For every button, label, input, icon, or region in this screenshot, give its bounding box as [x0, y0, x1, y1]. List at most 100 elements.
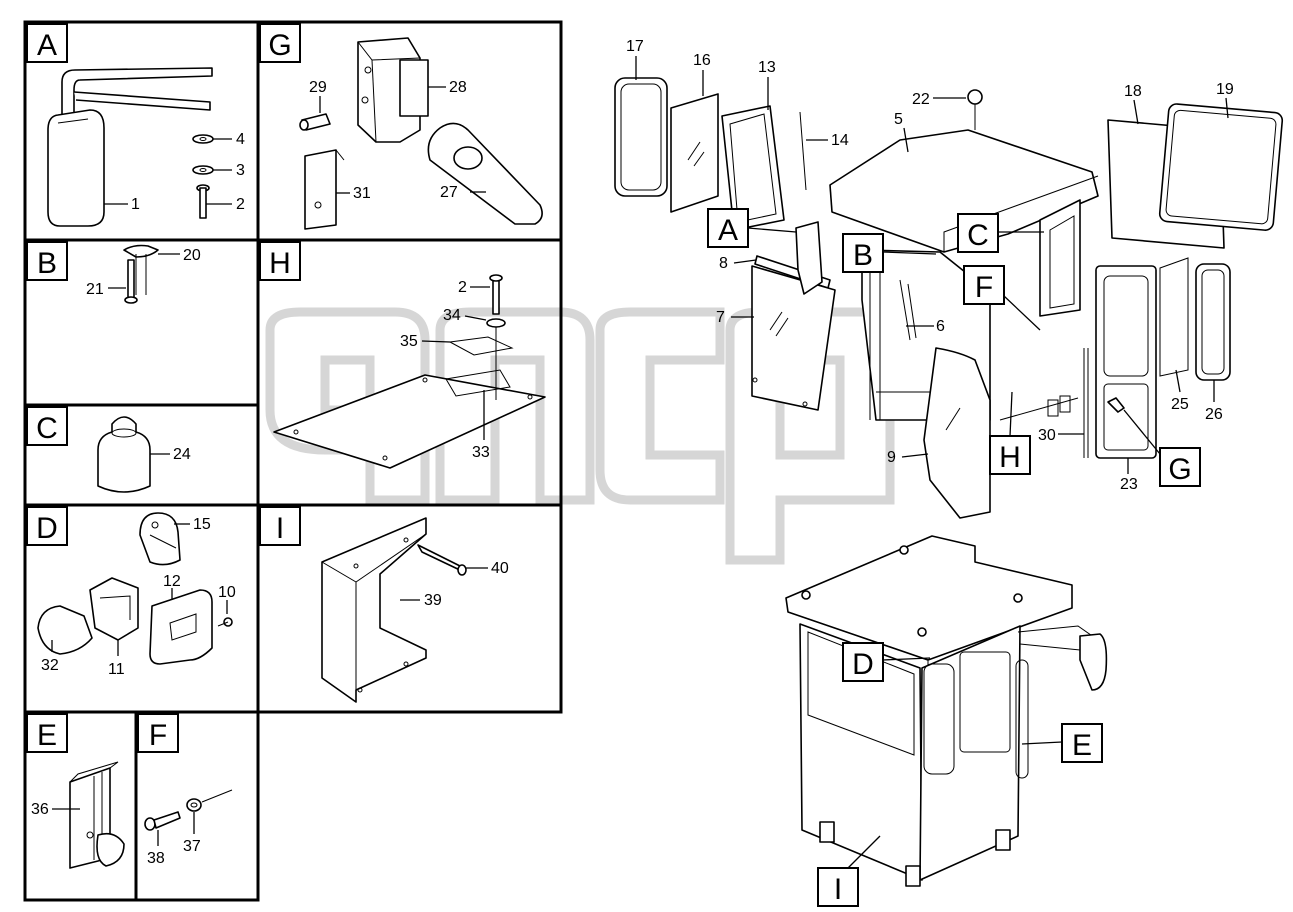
- svg-text:19: 19: [1216, 81, 1234, 98]
- svg-text:20: 20: [183, 247, 201, 264]
- panel-i-callouts: 40 39: [400, 560, 509, 609]
- main-callouts: 17 16 13 14 22 5 18 19 8 7 6 9 30 23 25 …: [626, 38, 1234, 493]
- panel-g-callouts: 29 28 31 27: [309, 79, 486, 202]
- svg-text:16: 16: [693, 52, 711, 69]
- svg-text:H: H: [999, 441, 1021, 474]
- svg-text:33: 33: [472, 444, 490, 461]
- panel-c-cap-drawing: [97, 416, 151, 493]
- svg-text:31: 31: [353, 185, 371, 202]
- panel-b-bolt-drawing: [123, 244, 159, 304]
- svg-text:21: 21: [86, 281, 104, 298]
- svg-text:H: H: [269, 247, 291, 280]
- svg-text:39: 39: [424, 592, 442, 609]
- svg-text:F: F: [975, 271, 993, 304]
- svg-text:2: 2: [236, 196, 245, 213]
- panel-letter-e: E: [26, 713, 68, 753]
- svg-text:5: 5: [894, 111, 903, 128]
- svg-text:E: E: [37, 719, 57, 752]
- main-letter-g: G: [1123, 409, 1201, 487]
- main-letter-a: A: [707, 208, 797, 248]
- svg-text:6: 6: [936, 318, 945, 335]
- svg-text:40: 40: [491, 560, 509, 577]
- panel-i-bracket-drawing: [321, 517, 467, 703]
- svg-text:D: D: [852, 648, 874, 681]
- main-letter-c: C: [957, 213, 1044, 253]
- panel-letter-c: C: [26, 406, 68, 446]
- panel-c-callouts: 24: [150, 446, 191, 463]
- svg-text:2: 2: [458, 279, 467, 296]
- svg-text:36: 36: [31, 801, 49, 818]
- panel-letter-h: H: [259, 241, 301, 281]
- panel-e-callouts: 36: [31, 801, 80, 818]
- svg-text:15: 15: [193, 516, 211, 533]
- svg-text:10: 10: [218, 584, 236, 601]
- svg-text:14: 14: [831, 132, 849, 149]
- panel-letter-i: I: [259, 506, 301, 546]
- svg-text:11: 11: [108, 661, 125, 678]
- svg-text:30: 30: [1038, 427, 1056, 444]
- main-letter-b: B: [842, 233, 937, 273]
- svg-text:E: E: [1072, 729, 1092, 762]
- svg-text:4: 4: [236, 131, 245, 148]
- svg-text:35: 35: [400, 333, 418, 350]
- svg-text:C: C: [967, 219, 989, 252]
- svg-text:28: 28: [449, 79, 467, 96]
- panel-f-screw-drawing: [144, 789, 233, 831]
- svg-text:9: 9: [887, 449, 896, 466]
- main-letter-h: H: [989, 391, 1031, 475]
- svg-text:13: 13: [758, 59, 776, 76]
- svg-text:37: 37: [183, 838, 201, 855]
- panel-letter-g: G: [259, 23, 301, 63]
- main-letter-d: D: [842, 642, 931, 682]
- svg-text:12: 12: [163, 573, 181, 590]
- svg-text:26: 26: [1205, 406, 1223, 423]
- panel-e-holder-drawing: [69, 761, 125, 869]
- main-letter-e: E: [1021, 723, 1103, 763]
- panel-d-latch-drawing: [37, 512, 233, 665]
- svg-text:F: F: [149, 719, 167, 752]
- svg-text:38: 38: [147, 850, 165, 867]
- svg-text:24: 24: [173, 446, 191, 463]
- svg-text:1: 1: [131, 196, 140, 213]
- svg-text:C: C: [36, 412, 58, 445]
- svg-text:A: A: [37, 29, 57, 62]
- panel-a-mirror-drawing: [47, 67, 214, 227]
- panel-b-callouts: 20 21: [86, 247, 201, 298]
- svg-text:34: 34: [443, 307, 461, 324]
- main-exploded-cab: [614, 77, 1284, 519]
- panel-f-callouts: 38 37: [147, 812, 201, 867]
- panel-a-callouts: 1 4 3 2: [104, 131, 245, 213]
- main-letter-f: F: [963, 265, 1041, 331]
- svg-text:8: 8: [719, 255, 728, 272]
- svg-text:22: 22: [912, 91, 930, 108]
- panel-h-plate-drawing: [273, 274, 546, 469]
- svg-text:32: 32: [41, 657, 59, 674]
- svg-text:25: 25: [1171, 396, 1189, 413]
- svg-text:G: G: [268, 29, 291, 62]
- assembled-cab: [785, 535, 1108, 887]
- svg-text:18: 18: [1124, 83, 1142, 100]
- main-letter-i: I: [817, 835, 881, 907]
- panel-d-callouts: 15 12 10 32 11: [41, 516, 236, 678]
- svg-text:B: B: [853, 239, 873, 272]
- svg-text:17: 17: [626, 38, 644, 55]
- svg-text:29: 29: [309, 79, 327, 96]
- svg-text:3: 3: [236, 162, 245, 179]
- panel-letter-d: D: [26, 506, 68, 546]
- panel-g-lock-drawing: [299, 37, 543, 230]
- panel-letter-b: B: [26, 241, 68, 281]
- svg-text:23: 23: [1120, 476, 1138, 493]
- svg-text:D: D: [36, 512, 58, 545]
- svg-text:27: 27: [440, 184, 458, 201]
- svg-text:7: 7: [716, 309, 725, 326]
- svg-text:A: A: [718, 214, 738, 247]
- panel-letter-a: A: [26, 23, 68, 63]
- panel-letter-f: F: [137, 713, 179, 753]
- panel-h-callouts: 2 34 35 33: [400, 279, 490, 461]
- svg-text:I: I: [276, 512, 284, 545]
- svg-text:G: G: [1168, 453, 1191, 486]
- svg-text:I: I: [834, 873, 842, 906]
- svg-text:B: B: [37, 247, 57, 280]
- panel-grid: [23, 20, 563, 902]
